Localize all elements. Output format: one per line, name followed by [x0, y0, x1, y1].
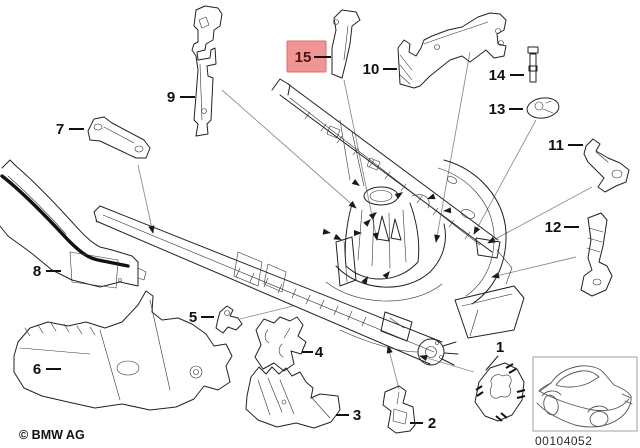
part-15-drawing: [331, 9, 361, 79]
rail-hatching-lower: [235, 267, 367, 327]
part-9-drawing: [191, 5, 223, 137]
part-label-2: 2: [428, 415, 436, 432]
part-label-10: 10: [363, 61, 380, 78]
part-label-14: 14: [489, 67, 506, 84]
part-label-8: 8: [33, 263, 41, 280]
attachment-arrows: [322, 178, 452, 285]
image-code: 00104052: [535, 434, 592, 448]
part-6-drawing: [13, 290, 233, 411]
part-label-12: 12: [545, 219, 562, 236]
part-11-drawing: [583, 138, 630, 193]
part-label-11: 11: [548, 137, 564, 154]
part-label-9: 9: [167, 89, 175, 106]
part-4-drawing: [254, 316, 307, 372]
part-label-5: 5: [189, 309, 197, 326]
part-10-drawing: [397, 12, 507, 89]
part-5-drawing: [215, 305, 243, 334]
part-label-4: 4: [315, 344, 324, 361]
part-13-drawing: [526, 97, 560, 119]
car-thumbnail: 00104052: [532, 356, 638, 448]
part-1-drawing: [474, 362, 526, 422]
part-14-drawing: [527, 46, 539, 83]
part-12-drawing: [580, 212, 613, 297]
part-label-1: 1: [496, 339, 504, 356]
part-label-3: 3: [353, 407, 361, 424]
part-labels: 15 1 2 3 4 5 6 7 8 9 10 11 12 13 14: [33, 40, 583, 432]
leader-lines: [137, 51, 593, 390]
part-3-drawing: [245, 366, 341, 429]
copyright-text: © BMW AG: [19, 428, 85, 442]
main-assembly-drawing: [93, 78, 525, 366]
part-label-6: 6: [33, 361, 41, 378]
part-label-15: 15: [295, 49, 312, 66]
part-label-7: 7: [56, 121, 64, 138]
part-8-drawing: [0, 159, 147, 289]
part-7-drawing: [87, 116, 151, 159]
part-2-drawing: [382, 385, 416, 434]
rail-hatching: [304, 111, 471, 240]
car-icon: [536, 365, 633, 428]
part-label-13: 13: [489, 101, 506, 118]
